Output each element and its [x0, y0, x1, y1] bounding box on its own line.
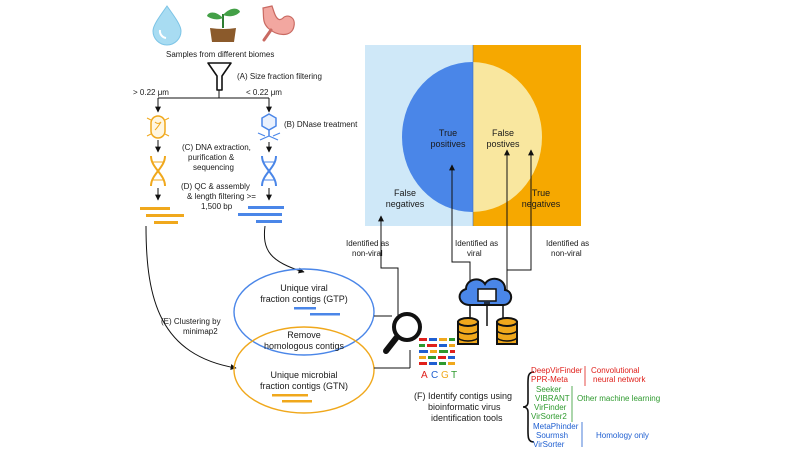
microbial-contigs-bars — [140, 207, 184, 224]
false-positives-line-1: False — [492, 128, 514, 138]
tool-seeker: Seeker — [536, 385, 562, 394]
dna-extraction-line-3: sequencing — [193, 163, 234, 172]
category-cnn-line-1: Convolutional — [591, 366, 640, 375]
tool-virsorter: VirSorter — [533, 440, 565, 449]
phage-icon — [257, 113, 281, 141]
true-negatives-line-2: negatives — [522, 199, 561, 209]
dna-helix-icon — [150, 155, 166, 187]
qc-line-2: & length filtering >= — [187, 192, 256, 201]
tool-vibrant: VIBRANT — [535, 394, 570, 403]
clustering-line-2: minimap2 — [183, 327, 218, 336]
true-negatives-line-1: True — [532, 188, 550, 198]
dna-extraction-line-1: (C) DNA extraction, — [182, 143, 251, 152]
identify-line-2: bioinformatic virus — [428, 402, 501, 412]
remove-line-1: Remove — [287, 330, 321, 340]
database-icon — [496, 317, 518, 345]
gtn-ellipse — [233, 326, 375, 414]
false-positives-line-2: postives — [486, 139, 520, 149]
gtp-line-1: Unique viral — [280, 283, 328, 293]
tool-ppr-meta: PPR-Meta — [531, 375, 568, 384]
tool-virsorter2: VirSorter2 — [531, 412, 567, 421]
category-cnn-line-2: neural network — [593, 375, 646, 384]
tool-deepvirfinder: DeepVirFinder — [531, 366, 583, 375]
gtn-line-2: fraction contigs (GTN) — [260, 381, 348, 391]
tool-virfinder: VirFinder — [534, 403, 567, 412]
viral-contigs-bars — [238, 206, 284, 223]
venn-diagram — [233, 268, 375, 414]
dnase-label: (B) DNase treatment — [284, 120, 358, 129]
identified-non-viral-right-2: non-viral — [551, 249, 582, 258]
dna-letter-g: G — [441, 370, 449, 381]
identified-viral-1: Identified as — [455, 239, 498, 248]
confusion-panel — [365, 45, 581, 226]
dna-letter-t: T — [451, 370, 457, 381]
gtp-line-2: fraction contigs (GTP) — [260, 294, 348, 304]
samples-label: Samples from different biomes — [166, 50, 274, 59]
qc-line-1: (D) QC & assembly — [181, 182, 250, 191]
category-homology-only: Homology only — [596, 431, 649, 440]
tools-brace — [522, 371, 535, 443]
funnel-icon — [207, 62, 232, 91]
water-drop-icon — [152, 5, 182, 46]
gtp-ellipse — [233, 268, 375, 356]
size-filter-label: (A) Size fraction filtering — [237, 72, 322, 81]
left-size-label: > 0.22 μm — [133, 88, 169, 97]
identified-viral-2: viral — [467, 249, 482, 258]
remove-line-2: homologous contigs — [264, 341, 345, 351]
identified-non-viral-right-1: Identified as — [546, 239, 589, 248]
gtn-line-1: Unique microbial — [270, 370, 337, 380]
false-negatives-line-1: False — [394, 188, 416, 198]
bacterium-icon — [146, 115, 170, 139]
dna-letter-a: A — [421, 370, 428, 381]
identify-line-3: identification tools — [431, 413, 503, 423]
sequence-bars — [419, 338, 455, 365]
identify-line-1: (F) Identify contigs using — [414, 391, 512, 401]
magnifier-icon — [383, 312, 422, 354]
database-icon — [457, 317, 479, 345]
category-other-ml: Other machine learning — [577, 394, 660, 403]
dna-helix-icon — [261, 155, 277, 187]
true-positives-line-1: True — [439, 128, 457, 138]
true-positives-line-2: positives — [430, 139, 466, 149]
qc-line-3: 1,500 bp — [201, 202, 233, 211]
tool-sourmsh: Sourmsh — [536, 431, 568, 440]
clustering-line-1: (E) Clustering by — [161, 317, 221, 326]
right-size-label: < 0.22 μm — [246, 88, 282, 97]
cloud-computer-icon — [458, 277, 513, 326]
identified-non-viral-left-1: Identified as — [346, 239, 389, 248]
dna-letter-c: C — [431, 370, 438, 381]
stomach-icon — [262, 5, 295, 42]
tool-metaphinder: MetaPhinder — [533, 422, 579, 431]
plant-sprout-icon — [207, 8, 240, 42]
dna-extraction-line-2: purification & — [188, 153, 235, 162]
identified-non-viral-left-2: non-viral — [352, 249, 383, 258]
false-negatives-line-2: negatives — [386, 199, 425, 209]
